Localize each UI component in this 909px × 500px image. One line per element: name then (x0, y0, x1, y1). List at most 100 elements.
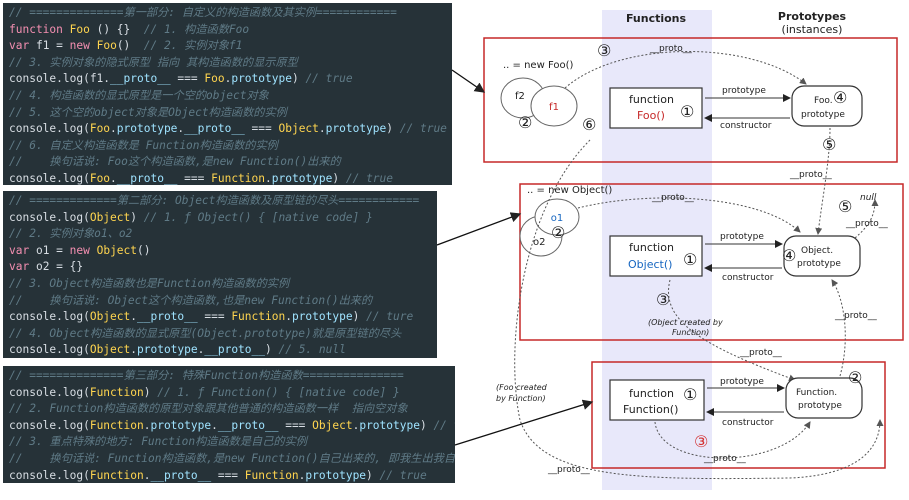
f1-label: f1 (549, 102, 559, 113)
code-token: // 3. Object构造函数也是Function构造函数的实例 (9, 276, 290, 290)
object-prototype-label: prototype (720, 232, 764, 242)
code-token: Object (89, 310, 131, 324)
foo-proto-label-top: __proto__ (649, 44, 692, 54)
code-token: __proto__ (150, 468, 212, 482)
code-token: // ==============第三部分: 特殊Function构造函数===… (9, 369, 404, 382)
code-token: // true (433, 418, 455, 432)
code-line: // 2. Function构造函数的原型对象跟其他普通的构造函数一样 指向空对… (9, 401, 449, 418)
code-token: // 4. Object构造函数的显式原型(Object.prototype)就… (9, 326, 402, 340)
code-token: __proto__ (217, 418, 279, 432)
code-token: === (211, 468, 245, 482)
code-line: // 5. 这个空的object对象是Object构造函数的实例 (9, 105, 446, 122)
function-function-box (609, 379, 705, 421)
function-self-proto-arrow (654, 421, 811, 459)
object-function-box (609, 235, 703, 277)
code-token: prototype (359, 418, 420, 432)
code-token: // true (305, 72, 353, 86)
o2-label: o2 (533, 237, 545, 248)
code-token: . (298, 468, 306, 482)
object-constructor-label: constructor (722, 273, 774, 283)
code-token: ) (130, 210, 144, 224)
object-function-kw: function (629, 241, 674, 254)
foo-prototype-line2: prototype (801, 110, 845, 120)
function-function-kw: function (629, 387, 674, 400)
code-token: console.log( (9, 122, 90, 136)
function-section-box (591, 361, 886, 469)
num-2-foo: ② (518, 113, 532, 132)
prototypes-header: Prototypes (778, 10, 847, 23)
code-token: console.log( (9, 310, 90, 324)
object-prototype-line2: prototype (797, 259, 841, 269)
foo-prototype-proto-arrow (815, 127, 831, 235)
function-prototype-box (785, 377, 863, 419)
num-3-function: ③ (694, 432, 708, 451)
code-token: ) (291, 72, 306, 86)
code-token: Object (312, 418, 353, 432)
code-token: ) (419, 418, 434, 432)
code-token: Function (231, 310, 286, 324)
code-token: ) (366, 468, 380, 482)
code-token: === (244, 122, 279, 136)
arrow-code-to-object (436, 212, 522, 246)
code-token: __proto__ (116, 171, 178, 185)
code-token: // 4. 构造函数的显式原型是一个空的object对象 (9, 88, 269, 102)
foo-prototype-proto-label: __proto__ (789, 170, 832, 180)
code-line: // 4. Object构造函数的显式原型(Object.prototype)就… (9, 326, 431, 343)
code-token: // true (379, 468, 427, 482)
arrow-code-to-foo (451, 69, 486, 93)
code-token: // true (345, 171, 394, 185)
code-token: // 6. 自定义构造函数是 Function构造函数的实例 (9, 138, 278, 152)
o1-label: o1 (551, 213, 563, 224)
code-panel-function: // ==============第三部分: 特殊Function构造函数===… (3, 366, 455, 483)
object-proto-label-top: __proto__ (651, 193, 694, 203)
code-token: prototype (116, 122, 178, 136)
code-token: prototype (271, 171, 333, 185)
function-prototype-label: prototype (720, 377, 764, 387)
code-token: === (170, 72, 205, 86)
code-token: function (9, 22, 70, 36)
new-object-label: .. = new Object() (527, 185, 612, 196)
code-token: o2 = {} (35, 260, 84, 274)
code-line: // 4. 构造函数的显式原型是一个空的object对象 (9, 88, 446, 105)
object-section-box (519, 183, 904, 341)
code-token: console.log( (9, 385, 90, 399)
code-token: . (177, 122, 185, 136)
num-5-object: ⑤ (838, 197, 852, 216)
code-token: console.log( (9, 343, 90, 357)
code-token: prototype (325, 122, 387, 136)
code-line: function Foo () {} // 1. 构造函数Foo (9, 22, 446, 39)
code-token: console.log( (9, 210, 90, 224)
num-2-function: ② (848, 368, 862, 387)
foo-section-box (483, 37, 898, 163)
code-token: . (110, 122, 117, 136)
code-token: Foo (204, 72, 225, 86)
code-token: Foo (96, 39, 117, 53)
code-token: Foo (89, 171, 111, 185)
code-token: console.log( (9, 468, 90, 482)
object-function-proto-arrow (668, 279, 796, 382)
foo-created-line2: by Function) (496, 394, 546, 403)
code-line: // =============第二部分: Object构造函数及原型链的尽头=… (9, 193, 431, 210)
code-token: Object (89, 210, 131, 224)
code-panel-foo: // ==============第一部分: 自定义的构造函数及其实例=====… (3, 3, 452, 185)
code-line: // 6. 自定义构造函数是 Function构造函数的实例 (9, 138, 446, 155)
code-token: console.log( (9, 171, 90, 185)
f1-instance (530, 85, 578, 127)
foo-function-box (609, 87, 703, 129)
code-token: // 换句话说: Function构造函数,是new Function()自己出… (9, 451, 455, 465)
code-token: . (130, 343, 137, 357)
code-token: new (69, 243, 97, 257)
object-created-line1: (Object created by (648, 318, 723, 327)
function-constructor-label: constructor (722, 418, 774, 428)
code-line: // 2. 实例对象o1、o2 (9, 226, 431, 243)
code-token: // ture (366, 310, 414, 324)
code-token: Function (89, 468, 144, 482)
num-2-object: ② (551, 223, 565, 242)
code-token: console.log(f1. (9, 72, 111, 86)
code-token: . (143, 468, 151, 482)
code-token: === (278, 418, 313, 432)
code-token: Foo (89, 122, 111, 136)
code-token: prototype (231, 72, 292, 86)
arrow-code-to-function (454, 399, 594, 446)
code-token: // 2. Function构造函数的原型对象跟其他普通的构造函数一样 指向空对… (9, 402, 408, 416)
